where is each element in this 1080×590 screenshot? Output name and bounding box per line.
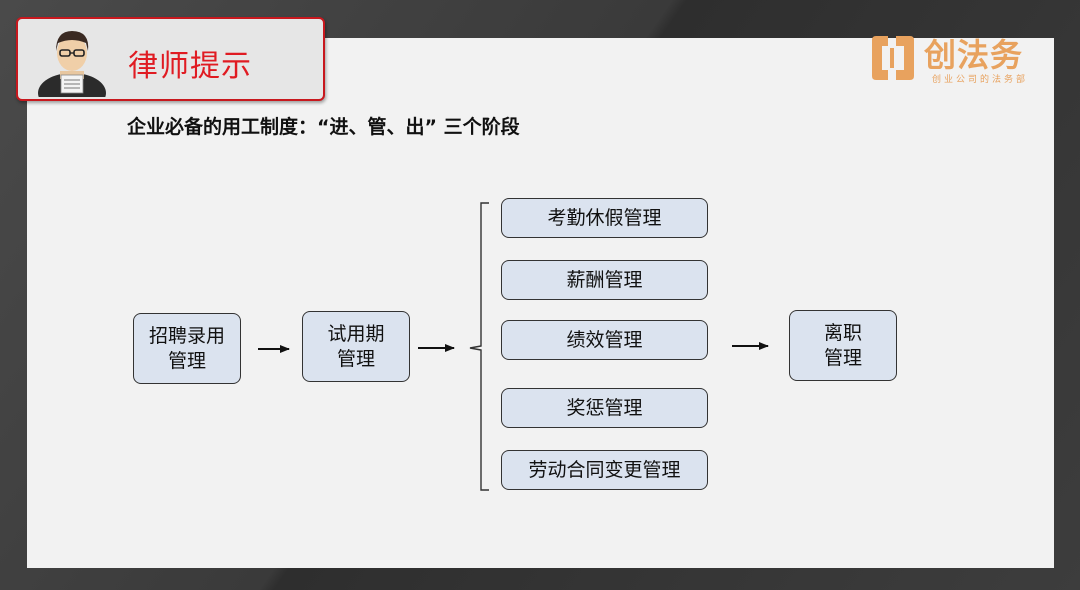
- stage-recruitment-line1: 招聘录用: [148, 324, 225, 347]
- stage-probation-line1: 试用期: [327, 322, 385, 345]
- badge-title: 律师提示: [128, 49, 252, 84]
- logo-tagline: 创业公司的法务部: [932, 75, 1029, 85]
- middle-item-reward-punishment: 奖惩管理: [501, 388, 708, 428]
- left-brace: [469, 202, 489, 491]
- lawyer-avatar-icon: [38, 31, 106, 97]
- stage-probation-box: 试用期 管理: [302, 311, 410, 382]
- stage-recruitment-box: 招聘录用 管理: [133, 313, 241, 384]
- stage-resignation-line2: 管理: [823, 346, 862, 369]
- middle-item-attendance: 考勤休假管理: [501, 198, 708, 238]
- stage-resignation-box: 离职 管理: [789, 310, 897, 381]
- stage-recruitment-line2: 管理: [167, 349, 206, 372]
- middle-item-salary: 薪酬管理: [501, 260, 708, 300]
- lawyer-tip-badge: 律师提示: [16, 17, 325, 101]
- brand-logo: 创法务 创业公司的法务部: [868, 30, 1048, 86]
- stage-probation-line2: 管理: [336, 347, 375, 370]
- middle-item-performance: 绩效管理: [501, 320, 708, 360]
- slide-heading: 企业必备的用工制度：“进、管、出” 三个阶段: [127, 116, 520, 138]
- logo-mark-icon: [872, 36, 914, 80]
- stage-resignation-line1: 离职: [823, 321, 862, 344]
- middle-item-contract-change: 劳动合同变更管理: [501, 450, 708, 490]
- logo-name: 创法务: [924, 36, 1024, 74]
